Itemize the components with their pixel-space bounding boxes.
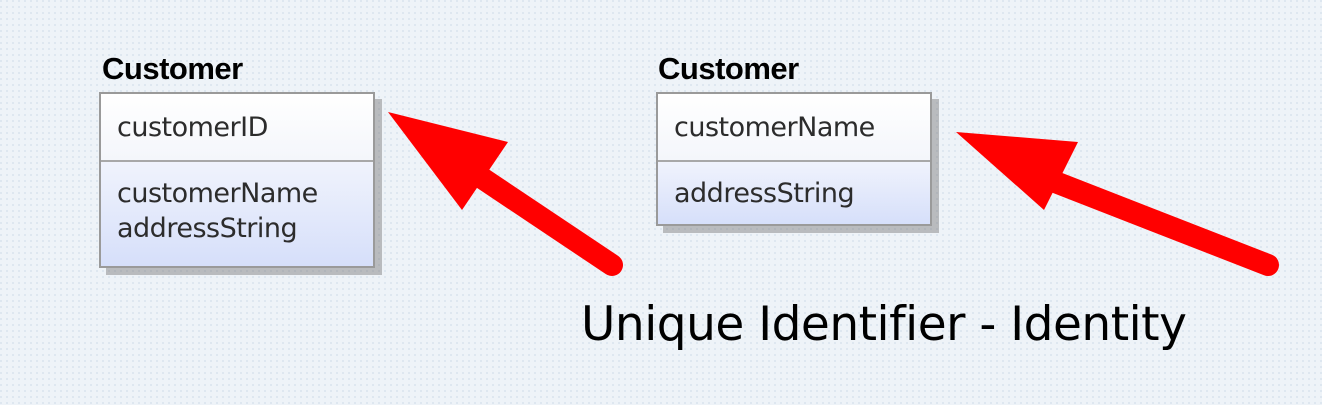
arrow-1-shaft — [459, 159, 623, 276]
entity-1-key-attribute: customerID — [117, 112, 268, 143]
entity-2-attribute-section: addressString — [658, 162, 930, 224]
entity-1-attribute: addressString — [117, 213, 298, 245]
entity-1-attribute: customerName — [117, 178, 318, 209]
entity-1-key-section: customerID — [101, 94, 373, 162]
entity-2-attribute: addressString — [674, 178, 855, 209]
entity-1-attribute-section: customerName addressString — [101, 162, 373, 266]
entity-1-title: Customer — [102, 51, 243, 86]
entity-2-key-section: customerName — [658, 94, 930, 162]
arrow-1 — [388, 112, 623, 276]
entity-2-key-attribute: customerName — [674, 112, 875, 143]
arrow-2-head — [956, 132, 1078, 210]
arrow-2-shaft — [1039, 169, 1279, 276]
entity-1-box: customerID customerName addressString — [99, 92, 375, 268]
arrow-2 — [956, 132, 1279, 276]
entity-2-box: customerName addressString — [656, 92, 932, 226]
arrow-1-head — [388, 112, 508, 210]
annotation-caption: Unique Identifier - Identity — [581, 297, 1187, 352]
entity-2-title: Customer — [658, 51, 799, 86]
